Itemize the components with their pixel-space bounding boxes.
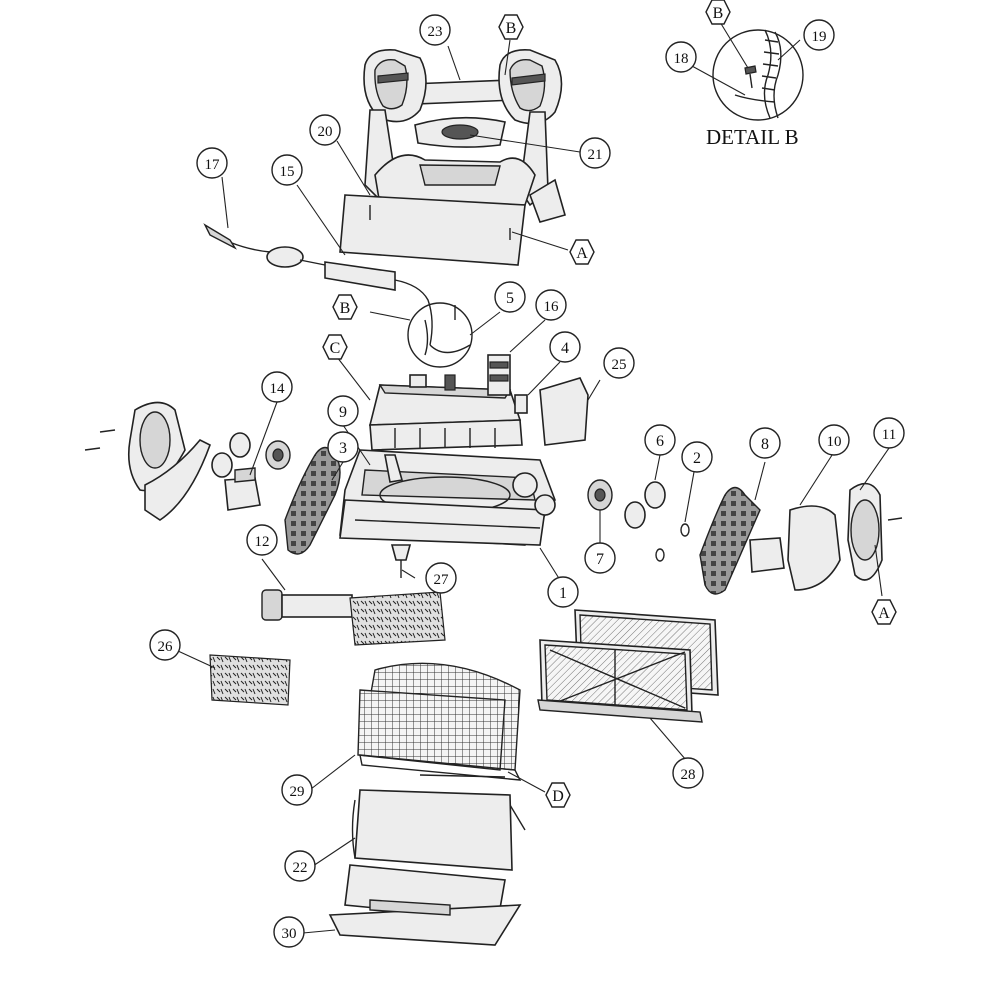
callout-22: 22: [284, 850, 316, 882]
callout-2: 2: [681, 441, 713, 473]
hex-b-top: B: [498, 14, 524, 40]
hex-d-basket: D: [545, 782, 571, 808]
hex-c-left-label: C: [330, 340, 341, 357]
callout-19: 19: [803, 19, 835, 51]
callout-label-8: 8: [761, 436, 769, 453]
callout-label-12: 12: [255, 534, 270, 550]
callout-label-7: 7: [596, 551, 604, 568]
callout-1: 1: [547, 576, 579, 608]
callout-6: 6: [644, 424, 676, 456]
callout-label-25: 25: [612, 357, 627, 373]
hex-a-right-label: A: [878, 605, 890, 622]
callout-8: 8: [749, 427, 781, 459]
callout-11: 11: [873, 417, 905, 449]
hex-b-top-label: B: [506, 20, 517, 37]
callout-14: 14: [261, 371, 293, 403]
basket: [328, 662, 526, 946]
callout-label-17: 17: [205, 157, 221, 173]
callout-label-21: 21: [588, 147, 603, 163]
callout-10: 10: [818, 424, 850, 456]
left-side-parts: [84, 401, 291, 521]
callout-9: 9: [327, 395, 359, 427]
callout-label-23: 23: [428, 24, 443, 40]
filters: [537, 609, 719, 723]
callout-label-27: 27: [434, 572, 450, 588]
callout-label-15: 15: [280, 164, 295, 180]
callout-label-14: 14: [270, 381, 286, 397]
hex-a-top: A: [569, 239, 595, 265]
hex-b-cable: B: [332, 294, 358, 320]
letter-markers: A A B B B C D: [322, 0, 897, 808]
callout-label-18: 18: [674, 51, 689, 67]
callout-17: 17: [196, 147, 228, 179]
callout-29: 29: [281, 774, 313, 806]
callout-18: 18: [665, 41, 697, 73]
callout-label-30: 30: [282, 926, 297, 942]
chassis: [339, 449, 556, 578]
callout-15: 15: [271, 154, 303, 186]
motor-block: [368, 354, 528, 451]
hex-c-left: C: [322, 334, 348, 360]
cable-assembly: [203, 223, 473, 368]
callout-label-2: 2: [693, 450, 701, 467]
callout-label-1: 1: [559, 585, 567, 602]
callout-label-22: 22: [293, 860, 308, 876]
callout-20: 20: [309, 114, 341, 146]
callout-label-5: 5: [506, 290, 514, 307]
callout-label-6: 6: [656, 433, 664, 450]
hex-a-top-label: A: [576, 245, 588, 262]
callout-4: 4: [549, 331, 581, 363]
callout-21: 21: [579, 137, 611, 169]
hex-a-right: A: [871, 599, 897, 625]
callout-3: 3: [327, 431, 359, 463]
callout-label-10: 10: [827, 434, 842, 450]
callout-16: 16: [535, 289, 567, 321]
callout-label-16: 16: [544, 299, 560, 315]
detail-b-title: DETAIL B: [706, 125, 799, 149]
hex-b-cable-label: B: [340, 300, 351, 317]
leader-lines: [177, 21, 890, 934]
callout-28: 28: [672, 757, 704, 789]
callout-label-29: 29: [290, 784, 305, 800]
callout-label-19: 19: [812, 29, 827, 45]
callout-25: 25: [603, 347, 635, 379]
hex-b-detail: B: [705, 0, 731, 25]
callout-label-11: 11: [882, 427, 896, 443]
callout-label-9: 9: [339, 404, 347, 421]
callout-7: 7: [584, 542, 616, 574]
brushes: [209, 589, 446, 706]
callout-label-28: 28: [681, 767, 696, 783]
callout-30: 30: [273, 916, 305, 948]
right-side-parts: [539, 377, 903, 591]
callouts: 1 2 3 4 5 6 7 8 9 10 11 12 14 15 16 17 1…: [149, 14, 905, 948]
callout-label-4: 4: [561, 340, 569, 357]
callout-5: 5: [494, 281, 526, 313]
callout-label-20: 20: [318, 124, 333, 140]
handle-assembly: [339, 48, 566, 266]
detail-b: DETAIL B: [706, 29, 804, 149]
callout-label-26: 26: [158, 639, 174, 655]
hex-b-detail-label: B: [713, 5, 724, 22]
callout-27: 27: [425, 562, 457, 594]
callout-26: 26: [149, 629, 181, 661]
callout-12: 12: [246, 524, 278, 556]
callout-23: 23: [419, 14, 451, 46]
hex-d-basket-label: D: [552, 788, 564, 805]
callout-label-3: 3: [339, 440, 347, 457]
